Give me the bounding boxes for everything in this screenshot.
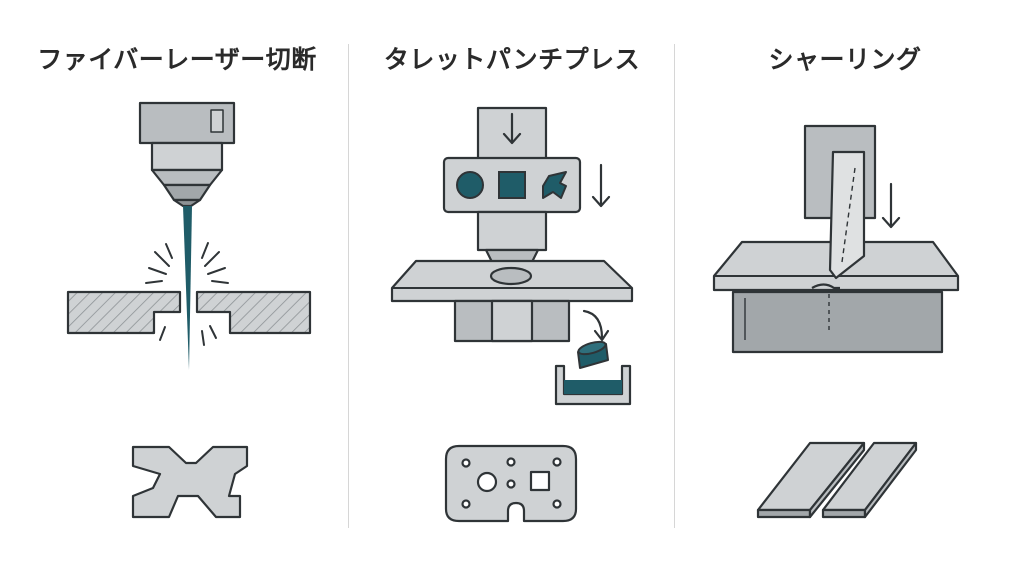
punch-stem	[476, 210, 548, 252]
die-opening	[490, 299, 534, 343]
spark-icon	[145, 242, 229, 346]
tool-custom-icon	[542, 171, 567, 199]
scrap-arrow	[582, 309, 610, 342]
title-turret-punch-press: タレットパンチプレス	[383, 45, 641, 74]
laser-workpiece-section	[66, 290, 312, 335]
punched-plate	[444, 444, 578, 523]
shear-blade	[828, 150, 866, 280]
tool-circle-icon	[456, 171, 484, 199]
scrap-tray	[554, 364, 632, 406]
slug-icon	[577, 340, 609, 369]
shear-cut-notch	[811, 283, 840, 290]
title-shearing: シャーリング	[768, 45, 922, 74]
punched-hole	[489, 266, 533, 286]
title-fiber-laser-cutting: ファイバーレーザー切断	[37, 45, 317, 74]
shear-lower-table	[731, 290, 944, 354]
panel-divider-right	[674, 44, 675, 528]
laser-cut-part	[131, 445, 249, 519]
laser-beam	[183, 206, 192, 370]
down-arrow-icon	[502, 112, 611, 208]
blade-dash-line	[841, 167, 856, 263]
tool-square-icon	[498, 171, 526, 199]
down-arrow-icon	[881, 182, 901, 229]
laser-head-icon	[138, 101, 236, 208]
sheared-strips	[756, 441, 918, 519]
panel-divider-left	[348, 44, 349, 528]
